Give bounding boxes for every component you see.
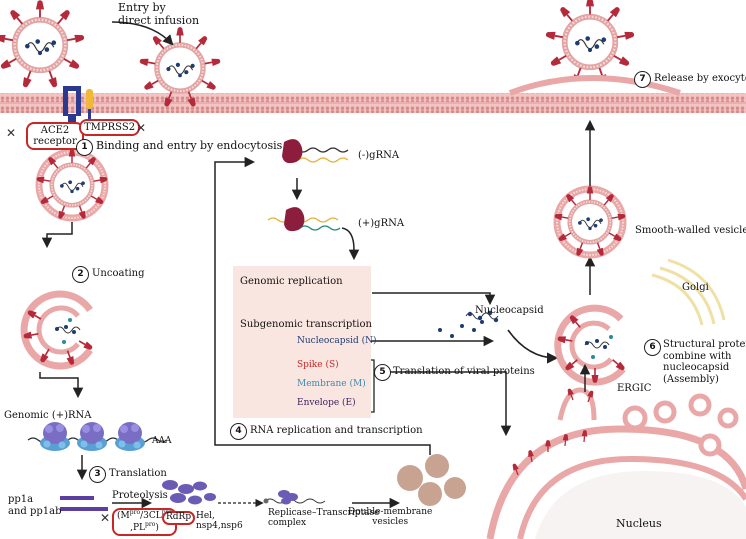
step-2-label: Uncoating <box>92 268 145 279</box>
nucleocapsid-proteins <box>438 320 484 338</box>
step-3-badge: 3 <box>89 466 106 483</box>
rdrp-label: RdRp <box>162 511 196 525</box>
arrow-endosome-uncoating <box>41 222 73 249</box>
step-5-label: Translation of viral proteins <box>393 366 535 377</box>
poly-a-label: AAA <box>152 436 172 446</box>
ribosome-icon <box>40 422 70 451</box>
nucleocapsid-label: Nucleocapsid <box>475 305 544 316</box>
double-membrane-vesicles <box>397 454 466 506</box>
step-7-badge: 7 <box>634 71 651 88</box>
virion-attached <box>0 0 85 88</box>
tmprss2-label: TMPRSS2 <box>79 119 141 136</box>
tmprss2-icon <box>86 89 93 127</box>
inhibit-x-icon: ✕ <box>100 511 111 525</box>
pos-grna-label: (+)gRNA <box>358 218 405 229</box>
pp1a-label: pp1a and pp1ab <box>8 494 62 517</box>
ergic-label: ERGIC <box>617 383 652 394</box>
bracket-structural-proteins <box>368 359 375 413</box>
step-3-label: Translation <box>109 468 167 479</box>
step-4-label: RNA replication and transcription <box>250 425 423 436</box>
endosome-vesicle <box>36 149 108 220</box>
arrow-genomic-to-nucleocapsid <box>372 292 496 306</box>
inhibit-x-icon: ✕ <box>136 121 147 135</box>
nsp-protein-cluster <box>162 480 216 505</box>
neg-grna-label: (-)gRNA <box>358 150 400 161</box>
step-6-label: Structural proteins combine with nucleoc… <box>663 339 746 385</box>
replicase-complex-icon <box>263 490 326 505</box>
nucleus-body <box>535 471 746 539</box>
ribosome-icon <box>77 422 107 451</box>
step-5-badge: 5 <box>374 364 391 381</box>
rdrp-icon <box>282 139 303 164</box>
ribosome-icon <box>115 422 145 451</box>
inhibit-x-icon: ✕ <box>6 126 17 140</box>
nucleocapsid-complex-icon <box>465 310 499 323</box>
genomic-rna-label: Genomic (+)RNA <box>4 410 92 421</box>
dmv-label: Double-membrane vesicles <box>348 507 433 528</box>
transcription-panel <box>233 266 371 418</box>
membrane-label: Membrane (M) <box>297 379 366 389</box>
envelope-label: Envelope (E) <box>297 398 356 408</box>
step-1-badge: 1 <box>76 139 93 156</box>
subgenomic-label: Subgenomic transcription <box>240 319 372 330</box>
ergic-assembly-vesicle <box>554 304 628 386</box>
nucleocapsid-n-label: Nucleocapsid (N) <box>297 336 377 346</box>
arrow-rna-replication-loop <box>214 156 431 455</box>
arrow-nucleocapsid-assembly <box>507 329 559 364</box>
hel-nsp-label: Hel, nsp4,nsp6 <box>196 511 243 532</box>
pp1ab-bar <box>60 507 108 511</box>
genomic-replication-label: Genomic replication <box>240 276 343 287</box>
replicase-label: Replicase–Transcriptase complex <box>268 508 380 529</box>
ace2-receptor-label: ACE2 receptor <box>26 122 84 150</box>
rdrp-icon <box>284 207 305 232</box>
entry-direct-arrow <box>111 21 174 46</box>
uncoating-vesicle <box>20 290 95 370</box>
pp1a-bar <box>60 496 94 500</box>
step-1-label: Binding and entry by endocytosis <box>96 139 283 152</box>
plasma-membrane <box>0 93 746 113</box>
proteolysis-label: Proteolysis <box>112 490 168 501</box>
spike-label: Spike (S) <box>297 360 339 370</box>
golgi-label: Golgi <box>682 282 709 293</box>
endoplasmic-reticulum <box>486 387 746 539</box>
step-6-badge: 6 <box>644 339 661 356</box>
arrow-pos-grna-panel <box>341 227 360 261</box>
golgi-icon <box>651 258 726 326</box>
entry-direct-label: Entry by direct infusion <box>118 1 200 27</box>
step-7-label: Release by exocytosis <box>654 73 746 84</box>
step-4-badge: 4 <box>230 423 247 440</box>
exocytosis-pocket <box>508 75 681 96</box>
smooth-walled-vesicle <box>554 186 626 257</box>
virion-released <box>545 0 635 85</box>
step-2-badge: 2 <box>72 266 89 283</box>
smooth-vesicle-label: Smooth-walled vesicle <box>635 225 746 236</box>
arrow-translation-er <box>374 371 512 437</box>
nucleus-label: Nucleus <box>616 517 662 530</box>
arrow-uncoating-rna <box>39 372 84 399</box>
